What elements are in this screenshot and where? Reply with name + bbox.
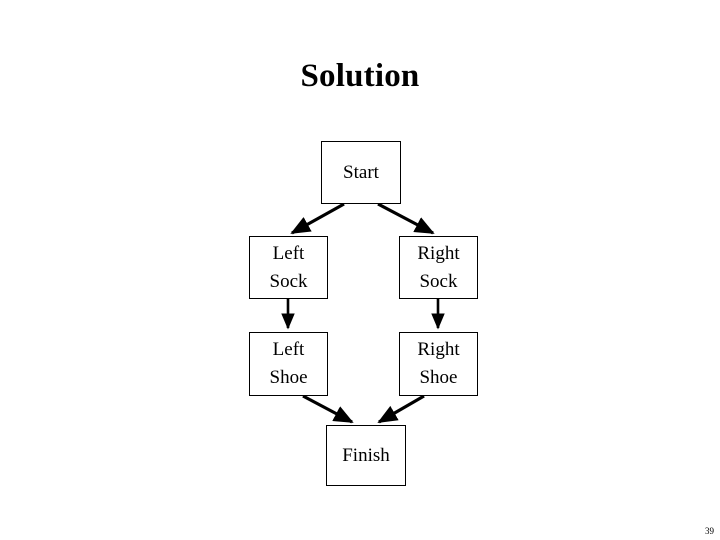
page-title: Solution [300,58,420,94]
edge-right-shoe-to-finish [377,394,425,424]
node-finish[interactable]: Finish [326,425,406,486]
edge-left-shoe-to-finish [302,394,354,424]
page-number: 39 [705,526,714,536]
node-left-shoe[interactable]: Left Shoe [249,332,328,396]
node-right-sock[interactable]: Right Sock [399,236,478,299]
node-right-shoe[interactable]: Right Shoe [399,332,478,396]
edge-start-to-left-sock [290,202,345,235]
edge-start-to-right-sock [377,202,435,235]
node-left-sock[interactable]: Left Sock [249,236,328,299]
node-start[interactable]: Start [321,141,401,204]
